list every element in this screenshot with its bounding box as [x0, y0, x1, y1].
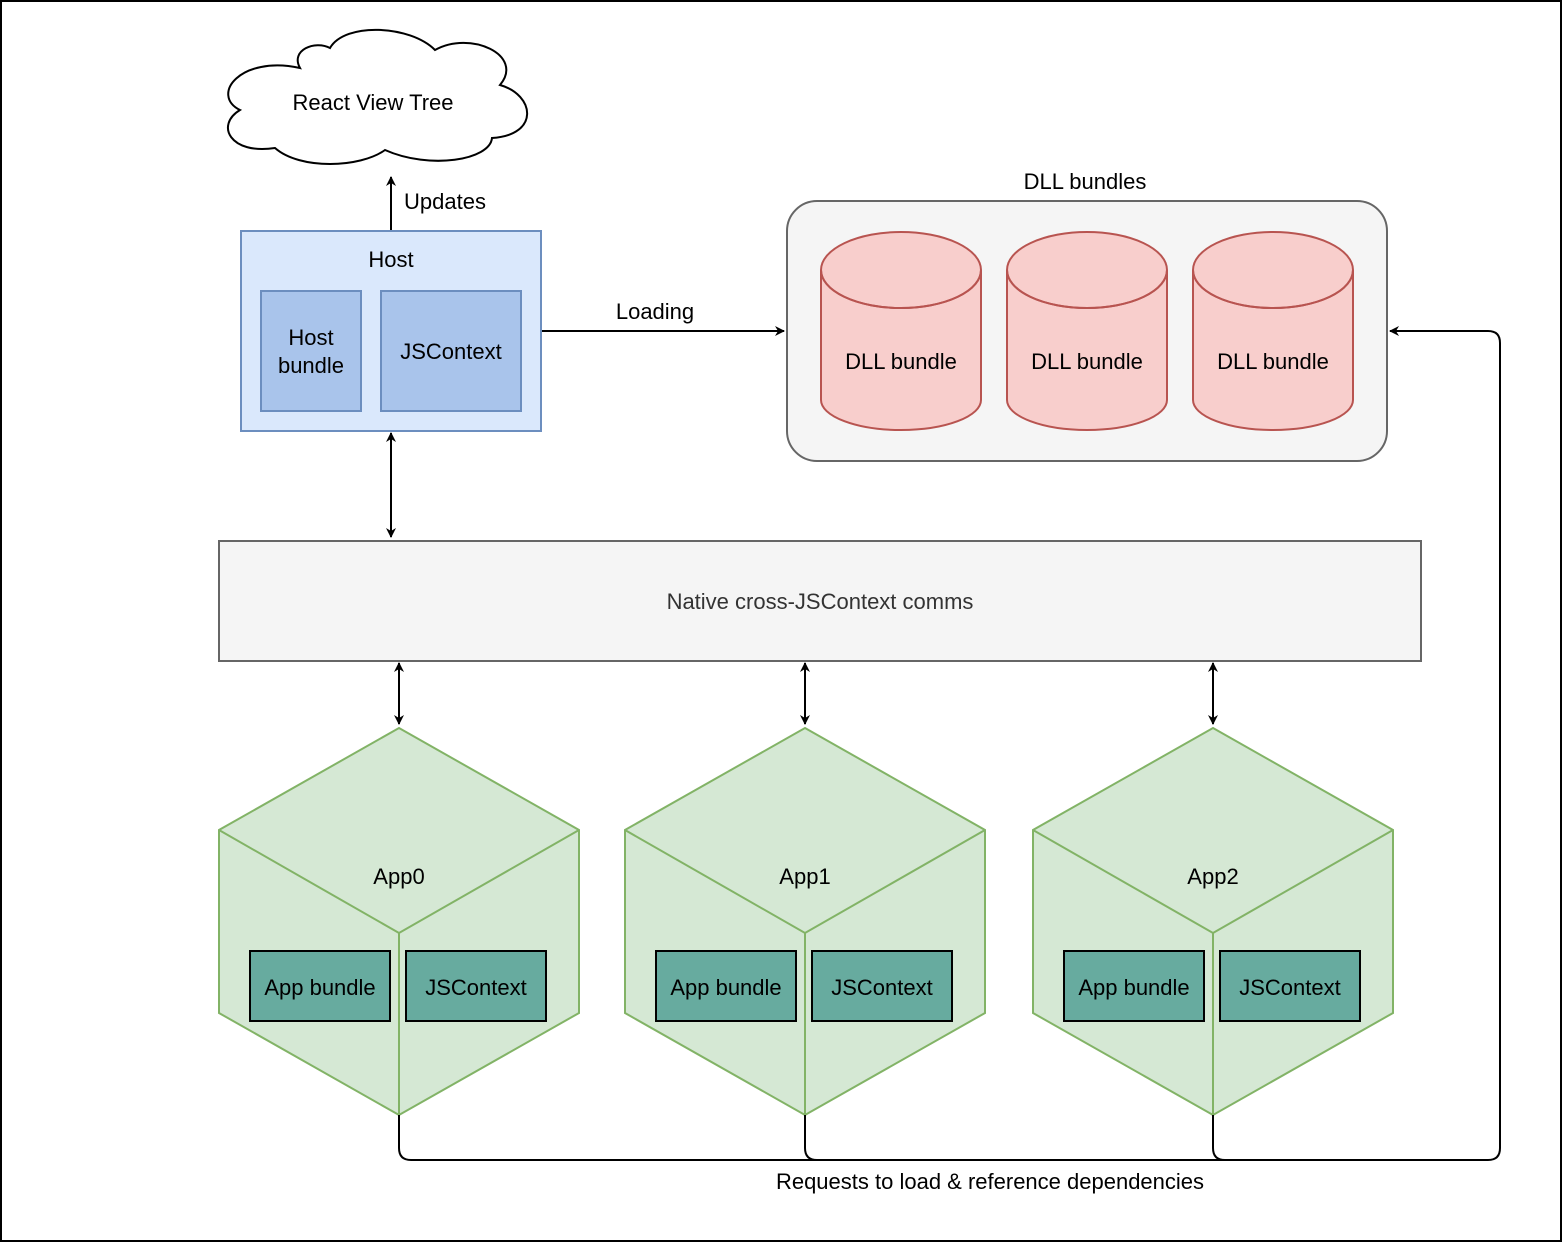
host-bundle-label-line2: bundle	[278, 353, 344, 378]
dll-bundle-label: DLL bundle	[1031, 349, 1143, 374]
requests-label: Requests to load & reference dependencie…	[776, 1169, 1204, 1194]
app-jscontext-label: JSContext	[1239, 975, 1341, 1000]
dll-bundle-0[interactable]: DLL bundle	[820, 231, 982, 431]
host-jscontext-label: JSContext	[400, 339, 502, 364]
app-name: App0	[373, 864, 424, 889]
host-bundle-box[interactable]	[260, 290, 362, 412]
app-jscontext-box[interactable]	[405, 950, 547, 1022]
dll-cylinder-rim	[820, 269, 982, 309]
cube-edges	[1032, 829, 1394, 1115]
dll-group-title: DLL bundles	[1024, 169, 1147, 194]
requests-connector-app2	[1212, 1115, 1226, 1161]
loading-label: Loading	[616, 299, 694, 324]
cloud-label: React View Tree	[292, 90, 453, 115]
comms-label: Native cross-JSContext comms	[667, 589, 974, 614]
requests-connector-app1	[804, 1115, 818, 1161]
dll-cylinder-rim	[1192, 269, 1354, 309]
app1-cube[interactable]: App1 App bundle JSContext	[624, 726, 986, 1117]
comms-container	[218, 540, 1422, 662]
host-title: Host	[368, 247, 413, 272]
dll-bundle-label: DLL bundle	[845, 349, 957, 374]
app-jscontext-box[interactable]	[1219, 950, 1361, 1022]
requests-connector	[398, 326, 1501, 1161]
app0-cube[interactable]: App0 App bundle JSContext	[218, 726, 580, 1117]
app-bundle-label: App bundle	[1078, 975, 1189, 1000]
cube-edges	[624, 829, 986, 1115]
dll-cylinder-body	[1192, 270, 1354, 431]
dll-bundle-2[interactable]: DLL bundle	[1192, 231, 1354, 431]
react-view-tree-cloud[interactable]: React View Tree	[227, 28, 529, 165]
native-comms-bar[interactable]: Native cross-JSContext comms	[218, 540, 1422, 662]
app-jscontext-label: JSContext	[831, 975, 933, 1000]
dll-bundle-1[interactable]: DLL bundle	[1006, 231, 1168, 431]
host-jscontext-box[interactable]	[380, 290, 522, 412]
cube-edges	[218, 829, 580, 1115]
dll-cylinder-rim	[1006, 269, 1168, 309]
app-bundle-box[interactable]	[655, 950, 797, 1022]
dll-cylinder-body	[820, 270, 982, 431]
host-box[interactable]: Host Host bundle JSContext	[240, 230, 542, 432]
app-bundle-box[interactable]	[249, 950, 391, 1022]
app-bundle-label: App bundle	[670, 975, 781, 1000]
app-jscontext-box[interactable]	[811, 950, 953, 1022]
host-bundle-label-line1: Host	[288, 325, 333, 350]
app-bundle-box[interactable]	[1063, 950, 1205, 1022]
app-name: App2	[1187, 864, 1238, 889]
dll-bundle-label: DLL bundle	[1217, 349, 1329, 374]
updates-label: Updates	[404, 189, 486, 214]
app-bundle-label: App bundle	[264, 975, 375, 1000]
app-jscontext-label: JSContext	[425, 975, 527, 1000]
dll-cylinder-body	[1006, 270, 1168, 431]
app-name: App1	[779, 864, 830, 889]
app2-cube[interactable]: App2 App bundle JSContext	[1032, 726, 1394, 1117]
cloud-shape	[227, 28, 529, 165]
